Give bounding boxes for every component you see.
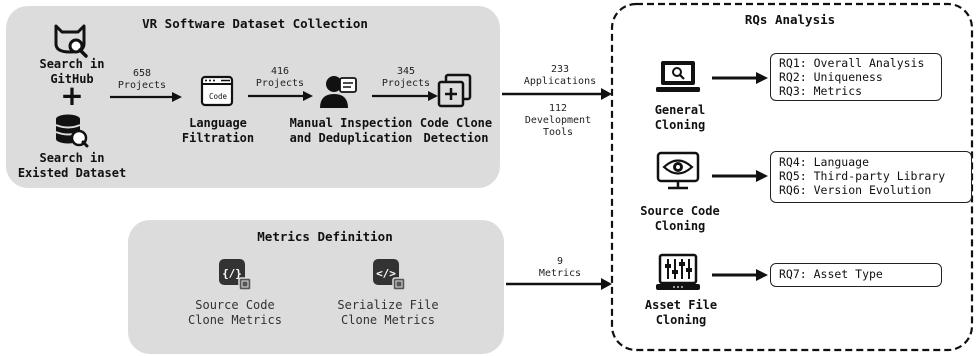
- database-icon: [55, 114, 89, 148]
- svg-text:</>: </>: [376, 267, 396, 280]
- rq6-text: RQ6: Version Evolution: [779, 183, 932, 197]
- rqs-title: RQs Analysis: [744, 12, 836, 27]
- github-icon: [54, 24, 88, 58]
- collection-title: VR Software Dataset Collection: [142, 16, 368, 31]
- plus-sign: +: [60, 79, 84, 112]
- laptop-search-icon: [656, 61, 700, 92]
- rq1-text: RQ1: Overall Analysis: [779, 56, 925, 70]
- rq-group-source-code: RQ4: Language RQ5: Third-party Library R…: [770, 151, 972, 203]
- code-clone-detection-label: Code Clone Detection: [419, 116, 493, 145]
- source-code-metrics-icon: {/}: [219, 259, 252, 291]
- asset-file-cloning-label: Asset File Cloning: [644, 298, 718, 327]
- metrics-definition-panel: [128, 220, 504, 354]
- step1-count: 658 Projects: [117, 68, 167, 91]
- rq4-text: RQ4: Language: [779, 155, 870, 169]
- language-filtration-label: Language Filtration: [181, 116, 255, 145]
- rq5-text: RQ5: Third-party Library: [779, 169, 946, 183]
- serialize-file-metrics-icon: </>: [373, 259, 406, 291]
- rq-group-asset-file: RQ7: Asset Type: [770, 263, 942, 287]
- rq7-text: RQ7: Asset Type: [779, 267, 883, 281]
- step3-count: 345 Projects: [381, 66, 431, 89]
- monitor-eye-icon: [656, 151, 700, 190]
- search-existed-label: Search in Existed Dataset: [17, 151, 127, 180]
- svg-text:{/}: {/}: [222, 267, 242, 280]
- search-github-label: Search in GitHub: [39, 57, 105, 86]
- manual-inspection-label: Manual Inspection and Deduplication: [289, 116, 413, 145]
- serialize-file-metrics-label: Serialize File Clone Metrics: [337, 298, 439, 327]
- step2-count: 416 Projects: [255, 66, 305, 89]
- metrics-count: 9 Metrics: [538, 256, 582, 279]
- source-code-cloning-label: Source Code Cloning: [640, 204, 720, 233]
- general-cloning-label: General Cloning: [654, 103, 706, 132]
- code-icon-text: Code: [208, 92, 228, 101]
- person-inspection-icon: [320, 76, 357, 108]
- metrics-title: Metrics Definition: [257, 229, 393, 244]
- code-window-icon: [200, 75, 234, 107]
- clone-detection-icon: [437, 73, 472, 108]
- sliders-laptop-icon: [656, 253, 700, 290]
- dev-tools-count: 112 Development Tools: [524, 103, 592, 138]
- rq3-text: RQ3: Metrics: [779, 84, 863, 98]
- source-code-metrics-label: Source Code Clone Metrics: [188, 298, 282, 327]
- rq-group-general: RQ1: Overall Analysis RQ2: Uniqueness RQ…: [770, 53, 942, 101]
- rq2-text: RQ2: Uniqueness: [779, 70, 883, 84]
- applications-count: 233 Applications: [523, 64, 597, 87]
